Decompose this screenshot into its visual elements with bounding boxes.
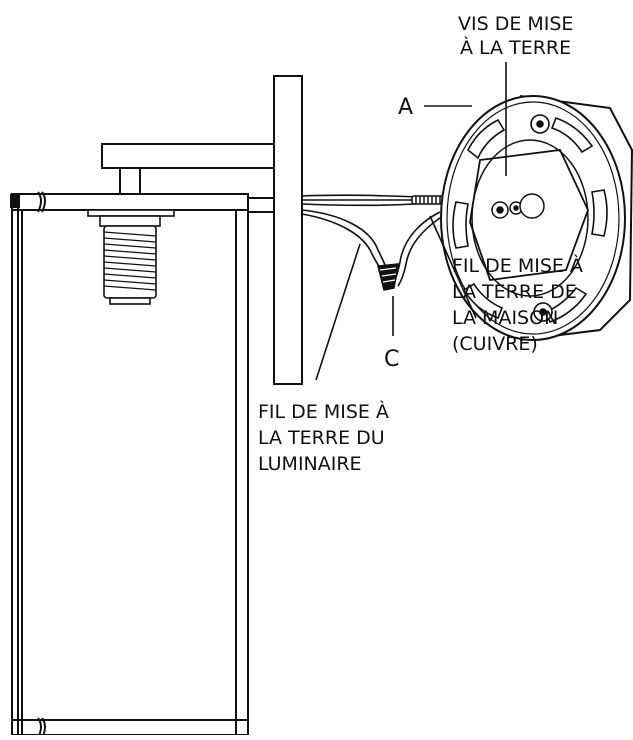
house-ground-label-l1: FIL DE MISE À xyxy=(452,254,583,277)
grounding-screw-label-l2: À LA TERRE xyxy=(460,36,571,59)
wall-backplate xyxy=(247,75,303,385)
mounting-arm xyxy=(101,143,275,195)
grounding-screw-label-l1: VIS DE MISE xyxy=(458,13,573,35)
callout-lines xyxy=(315,62,507,381)
house-ground-line xyxy=(429,215,477,319)
callout-c-label: C xyxy=(384,347,399,372)
bulb-socket xyxy=(87,209,175,305)
fixture-ground-label-l3: LUMINAIRE xyxy=(258,453,362,475)
fixture-ground-label-l2: LA TERRE DU xyxy=(258,427,385,449)
house-ground-label-l2: LA TERRE DE xyxy=(452,281,577,303)
wire-nut xyxy=(377,263,399,291)
callout-a-label: A xyxy=(398,95,413,120)
screws xyxy=(530,114,553,322)
grounding-screw xyxy=(491,193,545,219)
fixture-ground-line xyxy=(315,243,361,381)
house-ground-label-l3: LA MAISON xyxy=(452,307,558,329)
labels: VIS DE MISE À LA TERRE A C FIL DE MISE À… xyxy=(258,13,583,475)
plate-slots xyxy=(452,116,608,324)
fixture-ground-label-l1: FIL DE MISE À xyxy=(258,400,389,423)
house-ground-label-l4: (CUIVRE) xyxy=(452,333,538,355)
